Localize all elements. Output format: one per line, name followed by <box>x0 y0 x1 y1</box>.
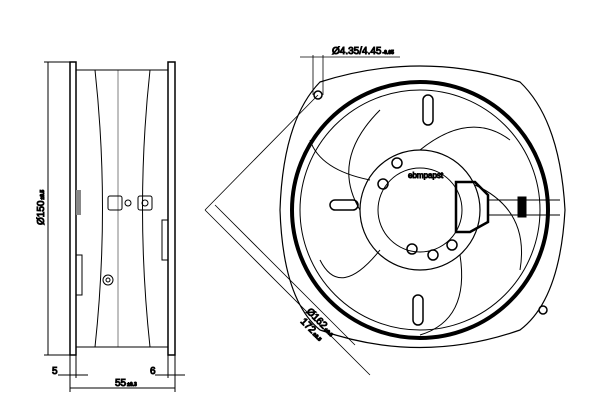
right-flange-label: 6 <box>150 366 156 377</box>
frame-diameter-label: Ø150±0.5 <box>36 190 47 225</box>
brand-label: ebmpapst <box>408 171 444 180</box>
dimension-line-172 <box>204 209 371 376</box>
left-flange-label: 5 <box>52 366 58 377</box>
front-view <box>204 55 566 376</box>
side-view <box>44 61 185 392</box>
depth-label: 55±0.3 <box>115 378 137 389</box>
dimension-line-162 <box>214 204 356 346</box>
hole-diameter-label: Ø4.35/4.45-0.05 <box>332 46 394 57</box>
